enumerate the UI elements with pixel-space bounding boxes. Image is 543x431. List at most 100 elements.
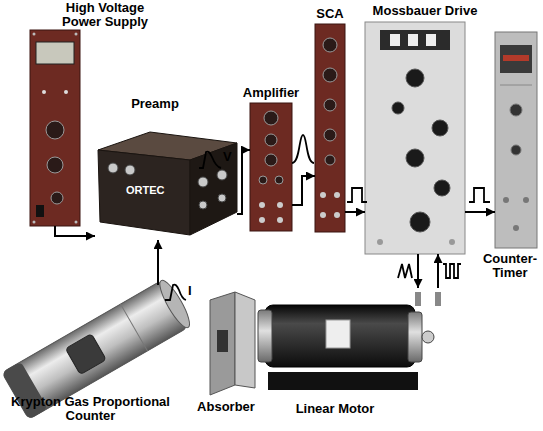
bnc-connector — [334, 192, 340, 198]
device-label: Krypton Gas Proportional Counter — [8, 395, 173, 423]
motor-shaft — [422, 331, 434, 343]
amplifier-panel — [250, 103, 292, 231]
tube-ring — [120, 304, 147, 351]
bnc-connector — [217, 170, 227, 180]
bnc-connector — [377, 239, 383, 245]
control-knob — [432, 120, 448, 136]
voltage-pulse — [199, 152, 221, 168]
counter-module: Counter-Timer — [495, 32, 537, 248]
preamp-illustration — [98, 132, 237, 235]
sca-module: SCA — [315, 24, 345, 232]
panel-face — [495, 32, 537, 248]
signal-cable — [157, 240, 159, 285]
signal-cable — [237, 150, 250, 214]
box-front — [98, 150, 190, 235]
motor-terminal — [435, 292, 441, 306]
sca-panel — [315, 24, 345, 232]
tube-cap — [155, 277, 194, 331]
control-knob — [406, 69, 424, 87]
control-knob — [392, 102, 404, 114]
control-knob — [47, 157, 63, 173]
box-side — [190, 143, 237, 235]
absorber-holder: Absorber — [205, 292, 257, 395]
motor-end — [258, 310, 272, 362]
signal-label: I — [188, 284, 192, 297]
control-knob — [275, 176, 283, 184]
control-knob — [264, 111, 278, 125]
counter-panel — [495, 32, 537, 248]
panel-screw — [33, 221, 36, 224]
motor-body — [265, 305, 415, 367]
control-knob — [410, 212, 430, 232]
bnc-connector — [503, 197, 509, 203]
tube-window — [65, 334, 106, 375]
bnc-connector — [449, 239, 455, 245]
amplifier-module: Amplifier — [250, 103, 292, 231]
power-switch — [36, 205, 44, 217]
holder-side — [235, 292, 255, 388]
lcd-display — [36, 42, 74, 64]
panel-screw — [75, 221, 78, 224]
brand-text: ORTEC — [126, 185, 165, 196]
drive-module: Mossbauer Drive — [365, 22, 465, 254]
bnc-connector — [259, 217, 265, 223]
bnc-connector — [259, 202, 265, 208]
control-knob — [51, 192, 63, 204]
sawtooth-wave — [398, 264, 412, 278]
control-knob — [434, 180, 450, 196]
control-knob — [46, 121, 64, 139]
device-label: Absorber — [190, 400, 262, 414]
tube-end — [2, 362, 48, 420]
signal-cable — [55, 226, 95, 236]
switch-dot — [64, 90, 68, 94]
linear-motor-illustration — [258, 292, 441, 390]
device-label: Counter-Timer — [478, 252, 542, 280]
signal-cable — [292, 176, 315, 205]
bnc-connector — [523, 197, 529, 203]
shaped-pulse — [292, 135, 314, 163]
device-label: Amplifier — [230, 86, 312, 100]
thumb-switch — [408, 34, 418, 46]
detector-tube: Krypton Gas Proportional Counter — [5, 285, 185, 397]
logic-pulse — [469, 188, 490, 202]
holder-front — [210, 292, 235, 395]
bnc-connector — [513, 225, 519, 231]
logic-pulse — [347, 188, 367, 202]
control-knob — [323, 68, 337, 82]
bnc-connector — [125, 165, 135, 175]
motor-base — [268, 372, 418, 390]
signal-cable — [465, 211, 495, 213]
panel-face — [365, 22, 465, 254]
linear-motor: Linear Motor — [258, 288, 443, 396]
motor-plate — [326, 320, 350, 348]
signal-cable — [345, 211, 365, 213]
signal-shapes — [165, 135, 490, 300]
signal-cable — [417, 254, 419, 288]
panel-face — [315, 24, 345, 232]
switch-dot — [42, 90, 46, 94]
holder-window — [217, 330, 228, 352]
thumb-switch — [390, 34, 400, 46]
bnc-connector — [199, 201, 207, 209]
bnc-connector — [277, 217, 283, 223]
control-knob — [265, 154, 277, 166]
panel-face — [250, 103, 292, 231]
bnc-connector — [334, 212, 340, 218]
control-knob — [511, 145, 521, 155]
signal-cable — [437, 254, 439, 288]
preamp-box: Preamp — [95, 128, 237, 240]
bnc-connector — [277, 202, 283, 208]
switch-plate — [380, 30, 450, 50]
control-knob — [323, 38, 337, 52]
bnc-connector — [108, 163, 118, 173]
display-digits — [503, 55, 529, 61]
control-knob — [324, 99, 336, 111]
control-knob — [265, 134, 277, 146]
control-knob — [324, 129, 336, 141]
panel-screw — [75, 33, 78, 36]
absorber-illustration — [210, 292, 255, 395]
count-display — [500, 45, 532, 73]
panel-screw — [33, 33, 36, 36]
